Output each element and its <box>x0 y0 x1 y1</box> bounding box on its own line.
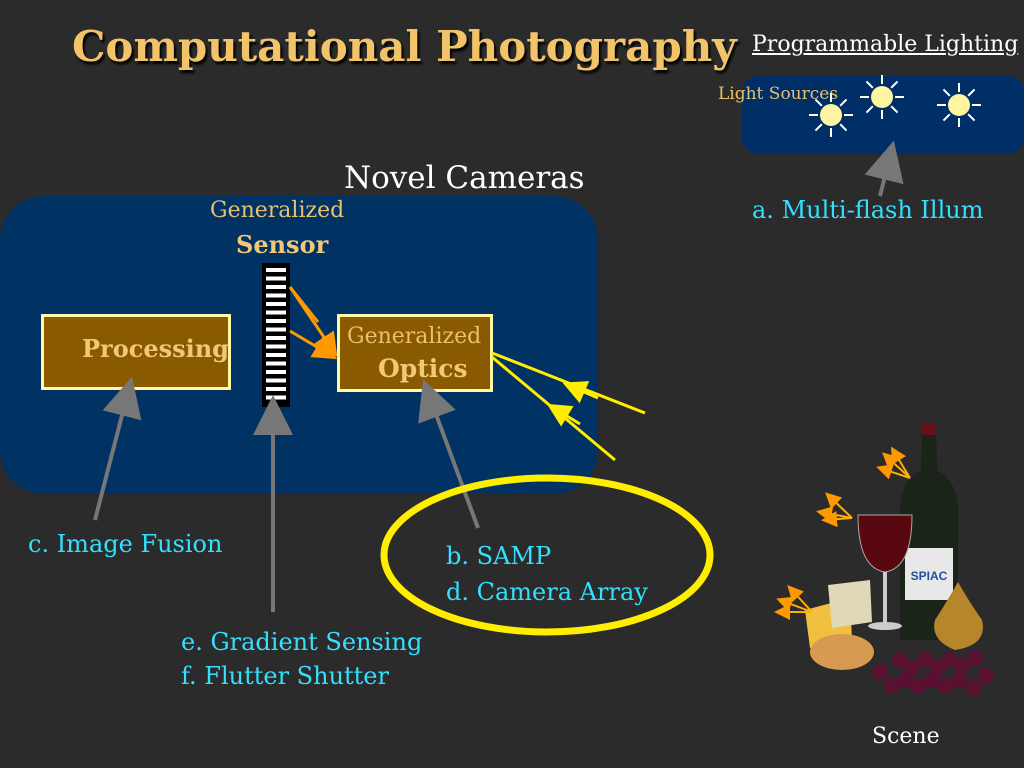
pointer-arrows <box>93 140 904 612</box>
label-camera-array: d. Camera Array <box>446 578 648 606</box>
sensor-strip-icon <box>262 263 290 407</box>
sensor-label-line1: Generalized <box>210 198 345 223</box>
light-source-sun-icon <box>937 83 981 127</box>
label-samp: b. SAMP <box>446 542 552 570</box>
label-gradient-sensing: e. Gradient Sensing <box>181 628 423 656</box>
highlight-ellipse <box>380 474 714 636</box>
scene-illustration: SPIAC <box>774 423 994 696</box>
light-source-sun-icon <box>860 75 904 119</box>
svg-text:SPIAC: SPIAC <box>911 569 948 583</box>
label-multi-flash: a. Multi-flash Illum <box>752 196 984 224</box>
light-sources-label: Light Sources <box>718 84 839 104</box>
label-image-fusion: c. Image Fusion <box>28 530 223 558</box>
incoming-light-rays <box>491 351 646 462</box>
novel-cameras-heading: Novel Cameras <box>344 160 585 196</box>
optics-label-line1: Generalized <box>347 324 482 349</box>
processing-label: Processing <box>82 334 229 363</box>
slide-title: Computational Photography <box>72 22 737 71</box>
scene-label: Scene <box>872 724 940 749</box>
sensor-optics-rays <box>288 286 338 360</box>
light-source-sun-icon <box>809 93 853 137</box>
programmable-lighting-title: Programmable Lighting <box>752 32 1019 57</box>
sensor-label-line2: Sensor <box>236 230 329 259</box>
optics-box <box>337 314 493 392</box>
optics-label-line2: Optics <box>378 354 468 383</box>
label-flutter-shutter: f. Flutter Shutter <box>181 662 389 690</box>
